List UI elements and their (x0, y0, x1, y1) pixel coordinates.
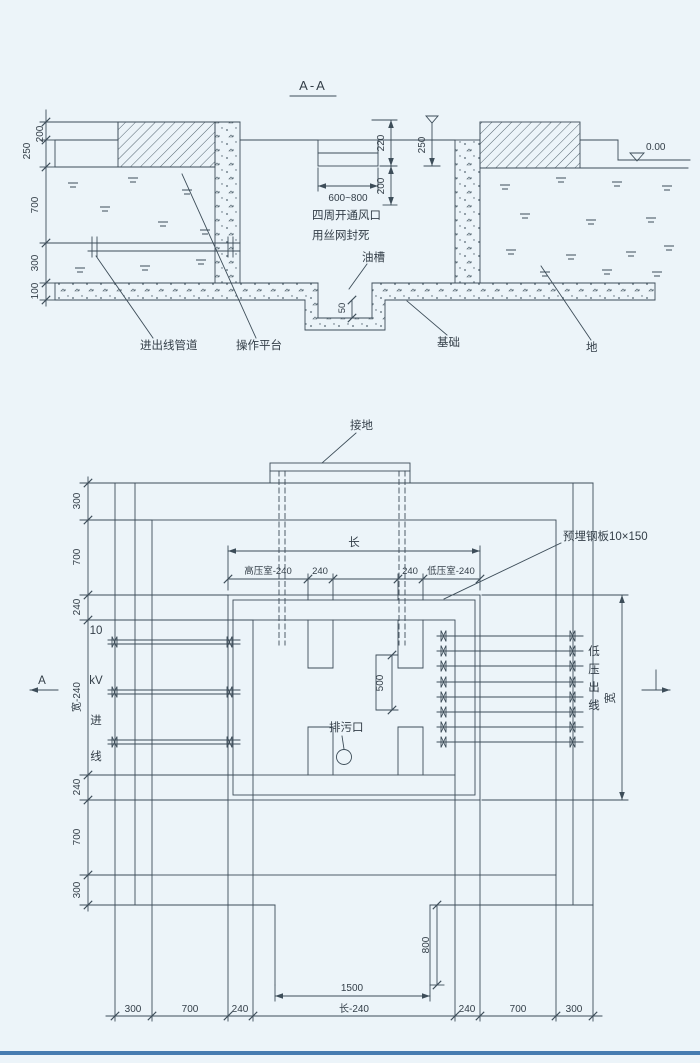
dim-label: 长-240 (339, 1003, 369, 1015)
dim-label: 500 (375, 674, 386, 691)
plan-dim-chain-left: 300 700 240 宽-240 240 700 300 (70, 476, 254, 912)
dim-label: 240 (459, 1004, 476, 1015)
dim-label: 240 (402, 566, 418, 577)
incoming-cables: 10 kV 进 线 (89, 625, 241, 763)
vault-wall-inner (252, 619, 456, 776)
elevation-label: 0.00 (646, 142, 666, 153)
incoming-label: 10 (90, 625, 103, 637)
outgoing-label: 出 (588, 680, 600, 694)
dim-label: 700 (30, 196, 41, 213)
section-marker-left: A (29, 675, 59, 693)
plan-excavation-line (151, 519, 557, 876)
vent-note-line1: 四周开通风口 (312, 209, 381, 222)
dim-label: 240 (72, 778, 83, 795)
dim-label: 300 (30, 254, 41, 271)
right-curb-hatch (479, 121, 581, 169)
soil-symbols-left (67, 177, 211, 273)
elevation-marker: 0.00 (629, 142, 666, 162)
dim-label: 1500 (341, 983, 364, 994)
dim-label: 200 (376, 177, 387, 194)
left-vault-wall (214, 121, 241, 284)
dim-label: 宽-240 (70, 682, 83, 712)
right-vault-wall (454, 139, 481, 284)
soil-symbols-right (499, 177, 675, 277)
dim-label: 300 (125, 1004, 142, 1015)
dim-label: 300 (566, 1004, 583, 1015)
vent-note-line2: 用丝网封死 (312, 228, 370, 242)
section-marker-right (641, 669, 671, 693)
operating-platform-hatch (117, 121, 216, 168)
embedded-plate-band (232, 599, 476, 796)
foundation-label: 基础 (437, 336, 460, 349)
dim-label: 700 (72, 548, 83, 565)
dim-label: 240 (72, 598, 83, 615)
incoming-label: 进 (90, 714, 102, 727)
section-marker-label: A (38, 675, 46, 687)
section-title: A-A (299, 78, 327, 93)
drain-label: 排污口 (329, 720, 364, 734)
plan-dim-500: 500 (375, 650, 397, 715)
page-footer-bar (0, 1051, 700, 1055)
foundation-slab-right (372, 283, 655, 300)
section-labels: 四周开通风口 用丝网封死 油槽 进出线管道 操作平台 基础 地 (95, 173, 598, 354)
dim-label: 250 (417, 136, 428, 153)
dim-label: 700 (72, 828, 83, 845)
dim-label: 220 (376, 134, 387, 151)
dim-label: 长 (348, 536, 360, 549)
outgoing-label: 线 (588, 698, 600, 712)
conduit-pipe (87, 236, 241, 258)
vent-box (317, 139, 379, 167)
dim-label: 600~800 (328, 193, 368, 204)
oil-sump-pit (304, 282, 386, 331)
dim-label: 800 (421, 936, 432, 953)
dim-label: 700 (182, 1004, 199, 1015)
dim-label: 宽 (603, 692, 617, 704)
plan-view: 接地 10 kV 进 线 (29, 419, 671, 1022)
room-lv-label: 低压室-240 (427, 565, 475, 577)
conduit-label: 进出线管道 (140, 338, 198, 352)
partition-walls (307, 619, 424, 776)
embedded-plate-callout: 预埋钢板10×150 (443, 529, 648, 600)
ground-label: 地 (586, 341, 598, 354)
platform-label: 操作平台 (236, 338, 282, 352)
bottom-trench: 800 1500 (274, 900, 445, 1002)
embedded-plate-label: 预埋钢板10×150 (563, 529, 648, 543)
dim-label: 200 (35, 125, 46, 142)
plan-dim-width-right: 宽 (481, 594, 629, 801)
level-flag (425, 115, 439, 124)
vault-wall-outer (227, 594, 481, 801)
oil-groove-label: 油槽 (362, 250, 385, 264)
section-dims-center: 220 200 250 600~800 50 (317, 115, 441, 323)
plan-dims-top: 长 高压室-240 240 240 低压室-240 (223, 536, 485, 601)
section-view: A-A (22, 78, 691, 354)
incoming-label: 线 (90, 749, 102, 763)
outgoing-label: 低 (588, 645, 600, 658)
dim-label: 300 (72, 492, 83, 509)
dim-label: 300 (72, 881, 83, 898)
incoming-label: kV (89, 675, 103, 687)
dim-label: 240 (232, 1004, 249, 1015)
room-hv-label: 高压室-240 (244, 565, 292, 577)
outgoing-label: 压 (588, 663, 600, 676)
outgoing-lines: 低 压 出 线 (436, 630, 600, 748)
grounding-label: 接地 (350, 419, 373, 432)
dim-label: 100 (30, 282, 41, 299)
foundation-slab-left (55, 283, 318, 300)
drain-outlet: 排污口 (329, 720, 364, 765)
dim-label: 700 (510, 1004, 527, 1015)
plan-dim-chain-bottom: 300 700 240 长-240 240 700 300 (105, 774, 603, 1022)
section-dim-chain-left: 200 250 700 300 100 (22, 109, 119, 307)
dim-label: 240 (312, 566, 328, 577)
dim-label: 250 (22, 142, 33, 159)
grounding-strip: 接地 (269, 419, 411, 646)
dim-label: 50 (337, 303, 348, 314)
